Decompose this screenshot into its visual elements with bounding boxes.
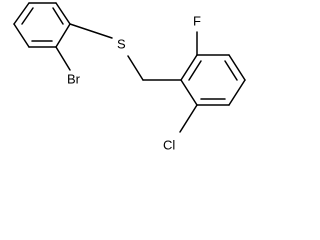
bond (180, 54, 198, 81)
bromine-atom-label: Br (67, 71, 81, 86)
bond-c-s (69, 23, 113, 39)
bromophenyl-ring (13, 2, 71, 48)
double-bond-inner (224, 60, 238, 81)
chlorine-atom-label: Cl (163, 137, 175, 152)
bond (180, 79, 198, 106)
double-bond-inner (52, 7, 64, 25)
bond-c-br (55, 46, 71, 71)
bond (13, 23, 30, 48)
bond (13, 2, 30, 25)
double-bond-inner (21, 7, 34, 25)
fluorine-atom-label: F (193, 13, 201, 28)
bond (228, 79, 246, 106)
double-bond-inner (188, 60, 202, 81)
bond (55, 23, 71, 48)
chlorofluorophenyl-ring (180, 54, 246, 106)
bond-c-cl (179, 104, 198, 133)
bond-s-ch2 (127, 55, 144, 81)
sulfur-atom-label: S (117, 36, 126, 51)
bond (55, 2, 71, 25)
bond (228, 54, 246, 81)
chemical-structure: S F Br Cl (13, 2, 246, 152)
